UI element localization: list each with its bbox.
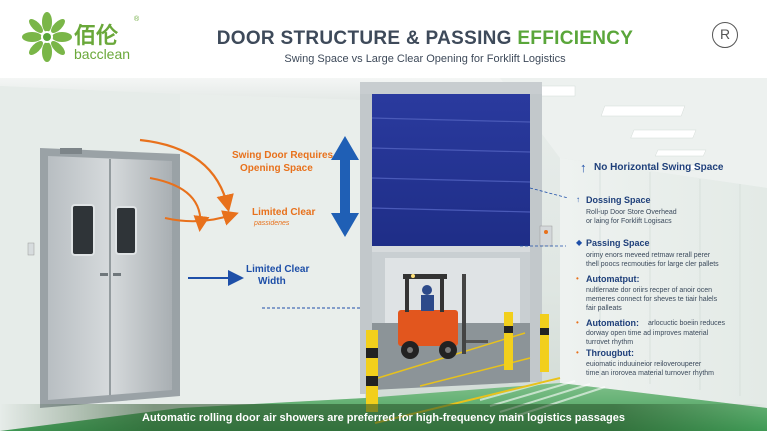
dot-bullet-icon: • <box>576 318 579 327</box>
swing-door-label-line1: Swing Door Requires <box>232 150 334 161</box>
no-swing-label: No Horizontal Swing Space <box>594 162 724 173</box>
dot-bullet-icon: • <box>576 274 579 283</box>
brand-name-cn: 佰伦 <box>74 24 119 49</box>
panel-item-title-rest: arlocuctic boeiin reduces <box>648 320 726 327</box>
panel-item-desc: dorway open time ad improves material <box>586 330 709 337</box>
panel-item-desc: euiomatic induuineior reiloverouperer <box>586 361 702 368</box>
panel-item-title: Througbut: <box>586 348 634 358</box>
corridor-illustration <box>0 78 767 431</box>
panel-item-title: Dossing Space <box>586 195 651 205</box>
leaf-logo-icon <box>22 12 72 62</box>
footer-text: Automatic rolling door air showers are p… <box>142 412 625 424</box>
header: 佰伦 ® bacclean DOOR STRUCTURE & PASSING E… <box>0 0 767 78</box>
registered-icon: R <box>712 22 738 48</box>
page-title: DOOR STRUCTURE & PASSING EFFICIENCY <box>190 28 660 50</box>
brand-name-en: bacclean <box>74 46 131 62</box>
panel-item-title: Automation: <box>586 318 639 328</box>
limited-clear-sublabel: passidenes <box>254 220 290 227</box>
panel-item-desc: memeres connect for sheves te tiair hale… <box>586 296 718 303</box>
panel-item-desc: Roll-up Door Store Overhead <box>586 209 677 216</box>
diamond-bullet-icon: ◆ <box>576 238 583 247</box>
panel-item-desc: thell poocs recmouties for large cler pa… <box>586 261 719 268</box>
footer-banner: Automatic rolling door air showers are p… <box>0 404 767 431</box>
limited-width-label-line2: Width <box>258 276 286 287</box>
limited-width-label-line1: Limited Clear <box>246 264 310 275</box>
panel-item-desc: or laing for Forklift Logisacs <box>586 218 672 225</box>
title-accent: EFFICIENCY <box>517 28 634 49</box>
swing-door-label-line2: Opening Space <box>240 163 313 174</box>
brand-logo: 佰伦 ® bacclean <box>22 12 142 70</box>
panel-item-desc: fair palleats <box>586 305 622 312</box>
title-main: DOOR STRUCTURE & PASSING <box>216 28 518 49</box>
brand-registered-small: ® <box>134 16 140 23</box>
panel-item-desc: nultlernate dor oriirs recper of anoir o… <box>586 287 713 294</box>
illustration-scene: Swing Door Requires Opening Space Limite… <box>0 78 767 431</box>
up-arrow-icon: ↑ <box>576 195 580 204</box>
limited-clear-label: Limited Clear <box>252 207 316 218</box>
panel-item-title: Passing Space <box>586 238 650 248</box>
forklift-illustration <box>398 274 488 359</box>
panel-item-desc: turrovet rhythm <box>586 339 634 346</box>
up-arrow-icon: ↑ <box>580 160 587 175</box>
panel-item-desc: time an irorovea material turnover rhyth… <box>586 370 714 377</box>
dot-bullet-icon: • <box>576 348 579 357</box>
page-subtitle: Swing Space vs Large Clear Opening for F… <box>284 53 566 65</box>
panel-item-title: Automatput: <box>586 274 640 284</box>
panel-item-desc: orimy enors meveed retmaw rerall perer <box>586 252 711 259</box>
